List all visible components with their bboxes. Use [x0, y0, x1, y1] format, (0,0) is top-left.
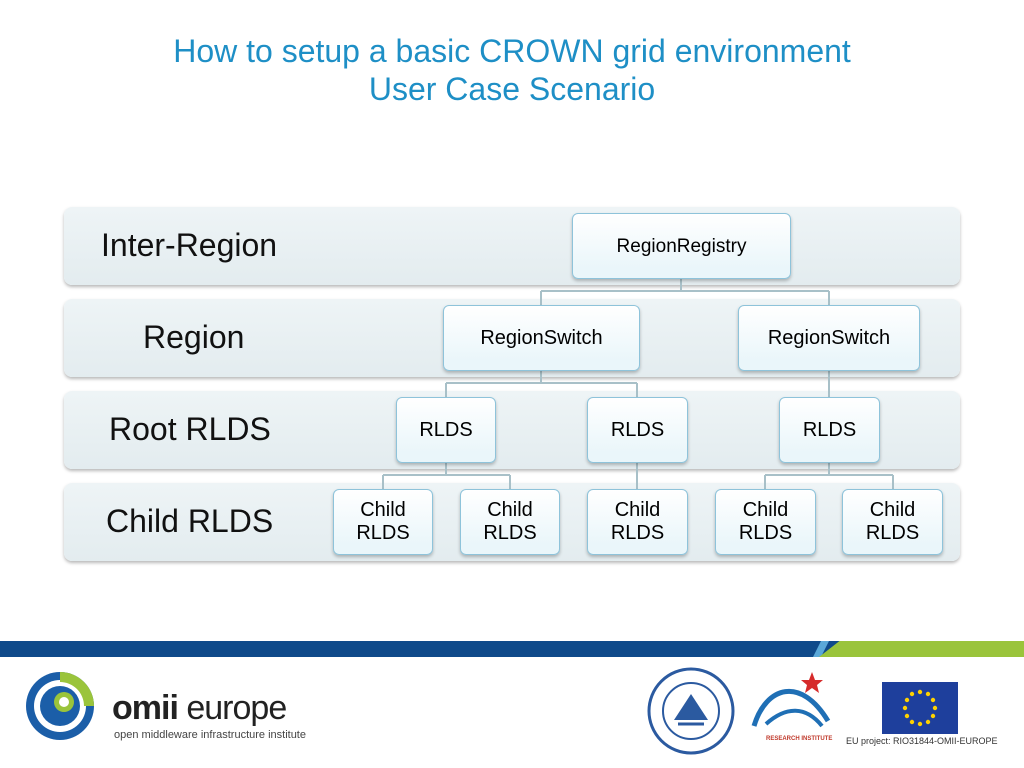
node-label: RLDS [802, 418, 857, 441]
node-label: RegionRegistry [616, 235, 747, 257]
research-institute-logo-icon [751, 672, 831, 728]
node-rlds-1: RLDS [396, 397, 496, 463]
node-rlds-3: RLDS [779, 397, 880, 463]
node-label-line-2: RLDS [483, 522, 537, 544]
node-rlds-2: RLDS [587, 397, 688, 463]
band-inter-region [64, 207, 960, 285]
node-label-line-2: RLDS [610, 522, 665, 544]
level-label-root-rlds: Root RLDS [109, 411, 271, 447]
eu-flag-icon [882, 682, 958, 734]
node-label-line-1: Child [487, 499, 533, 521]
node-label-line-1: Child [614, 499, 661, 521]
level-label-region: Region [143, 319, 245, 355]
node-label-line-1: Child [360, 499, 406, 521]
omii-wordmark-rest: europe [186, 689, 287, 727]
node-region-switch-right: RegionSwitch [738, 305, 920, 371]
title-line-2: User Case Scenario [368, 71, 656, 107]
footer-stripe [0, 641, 1024, 657]
node-label-line-1: Child [869, 499, 916, 521]
node-label-line-1: Child [742, 499, 789, 521]
level-label-inter-region: Inter-Region [101, 227, 278, 263]
eu-project-text: EU project: RIO31844-OMII-EUROPE [846, 736, 998, 746]
omii-logo-icon [26, 672, 94, 740]
omii-tagline: open middleware infrastructure institute [114, 729, 306, 741]
node-region-registry: RegionRegistry [572, 213, 791, 279]
node-label: RegionSwitch [767, 326, 891, 349]
node-label: RLDS [610, 418, 665, 441]
slide-title: How to setup a basic CROWN grid environm… [0, 32, 1024, 108]
node-label-line-2: RLDS [738, 522, 793, 544]
node-label-line-2: RLDS [356, 522, 410, 544]
level-label-child-rlds: Child RLDS [106, 503, 274, 539]
omii-wordmark: omii europe [112, 689, 287, 727]
node-label: RegionSwitch [480, 326, 603, 349]
title-line-1: How to setup a basic CROWN grid environm… [173, 33, 851, 69]
omii-wordmark-bold: omii [112, 689, 179, 727]
stripe-green [819, 641, 1024, 657]
node-label-line-2: RLDS [865, 522, 920, 544]
node-region-switch-left: RegionSwitch [443, 305, 640, 371]
node-label: RLDS [419, 418, 473, 441]
research-institute-text: RESEARCH INSTITUTE [766, 736, 833, 742]
university-seal-icon [647, 667, 735, 755]
